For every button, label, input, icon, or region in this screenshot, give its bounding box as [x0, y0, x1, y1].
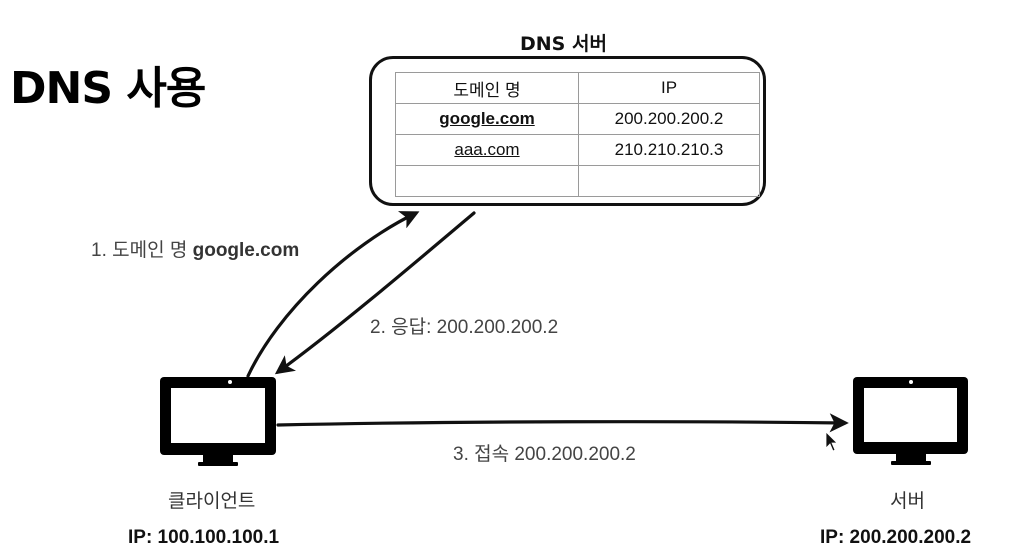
domain-link[interactable]: google.com — [439, 109, 535, 128]
client-label: 클라이언트 — [168, 491, 256, 512]
server-ip: IP: 200.200.200.2 — [820, 527, 972, 548]
server-label: 서버 — [890, 491, 925, 512]
connect-arrow — [276, 413, 849, 433]
mouse-pointer-icon — [825, 431, 838, 452]
step1-prefix: 1. 도메인 명 — [91, 240, 193, 261]
table-row — [395, 165, 760, 197]
table-cell-domain: aaa.com — [395, 134, 579, 166]
dns-table-header-domain: 도메인 명 — [395, 72, 579, 104]
dns-table-header-ip: IP — [578, 72, 760, 104]
dns-table: 도메인 명 IP google.com 200.200.200.2 aaa.co… — [395, 72, 760, 197]
dns-server-box: 도메인 명 IP google.com 200.200.200.2 aaa.co… — [369, 56, 766, 206]
domain-link[interactable]: aaa.com — [454, 140, 520, 159]
client-computer-icon — [160, 377, 276, 466]
request-arrow — [246, 211, 420, 378]
step1-label: 1. 도메인 명 google.com — [91, 235, 299, 262]
page-title: DNS 사용 — [10, 63, 206, 114]
response-arrow — [274, 211, 476, 375]
client-ip: IP: 100.100.100.1 — [128, 527, 280, 548]
server-computer-icon — [853, 377, 968, 465]
table-cell-ip — [578, 165, 760, 197]
step1-domain: google.com — [192, 240, 300, 261]
dns-table-header-row: 도메인 명 IP — [395, 72, 760, 104]
table-cell-ip: 210.210.210.3 — [578, 134, 760, 166]
table-cell-ip: 200.200.200.2 — [578, 103, 760, 135]
table-row: aaa.com 210.210.210.3 — [395, 134, 760, 166]
step3-label: 3. 접속 200.200.200.2 — [453, 444, 636, 465]
dns-server-title: DNS 서버 — [520, 33, 607, 55]
table-cell-domain — [395, 165, 579, 197]
step2-label: 2. 응답: 200.200.200.2 — [370, 317, 559, 338]
